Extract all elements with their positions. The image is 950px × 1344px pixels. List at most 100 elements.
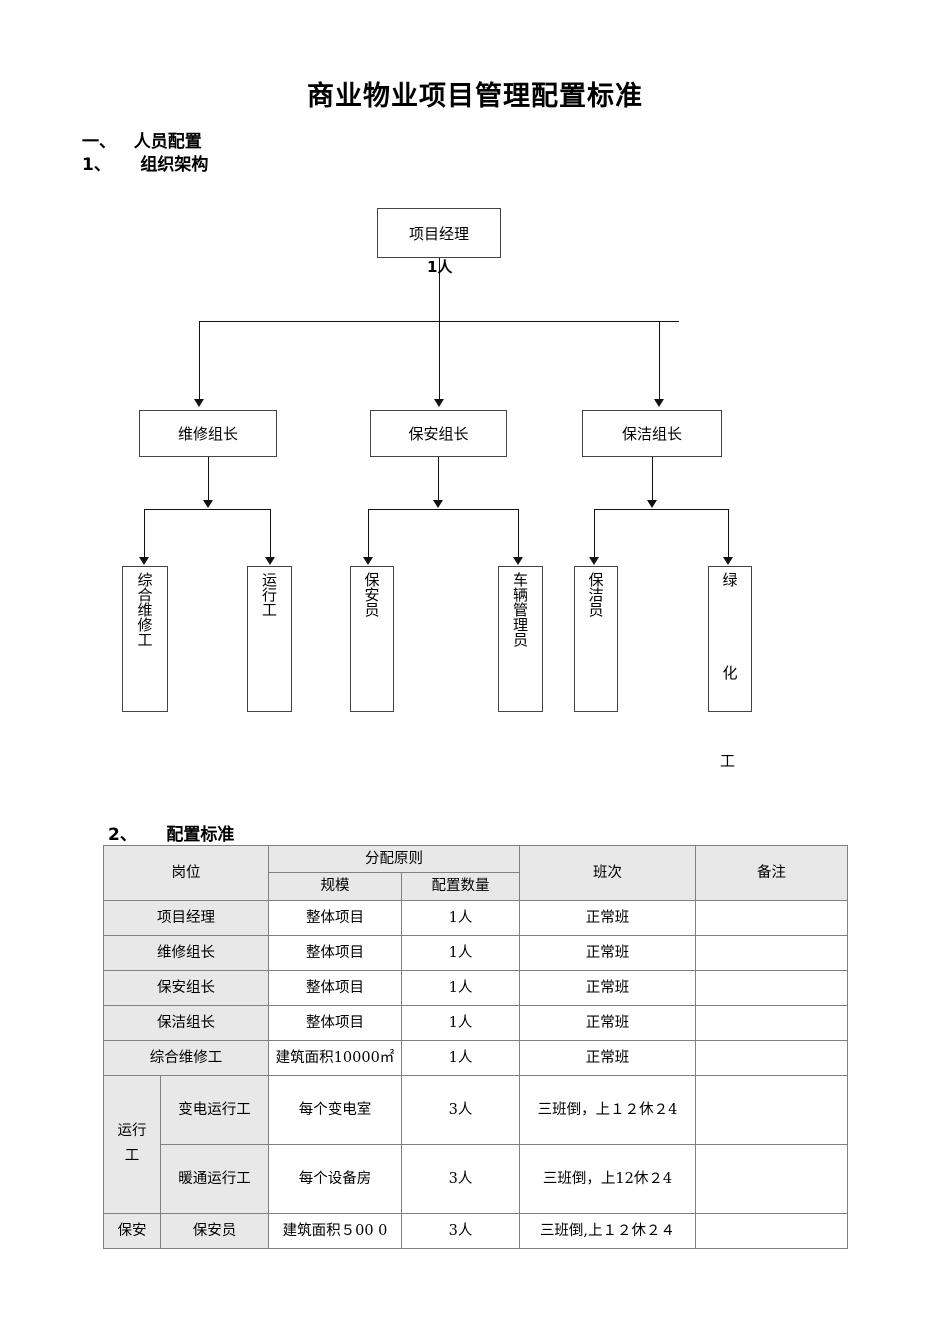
org-node-landscaping-overflow-char: 工 (720, 752, 736, 770)
org-node-label: 维修组长 (177, 425, 238, 443)
org-node-general-repair-worker: 综 合 维 修 工 (122, 566, 168, 712)
table-header-row-2: 规模 配置数量 (104, 872, 848, 901)
vchar: 员 (364, 601, 380, 619)
connector-g2-bus (368, 509, 519, 511)
org-node-security-guard: 保 安 员 (350, 566, 394, 712)
vchar: 行 (261, 586, 277, 604)
cell-quantity: 1人 (401, 1004, 520, 1041)
cell-quantity: 3人 (401, 1074, 520, 1145)
cell-shift: 正常班 (519, 899, 696, 936)
header-note: 备注 (695, 845, 848, 901)
header-position: 岗位 (103, 845, 269, 901)
cell-shift: 正常班 (519, 969, 696, 1006)
cell-note (695, 899, 848, 936)
cell-sub-position: 变电运行工 (160, 1074, 269, 1145)
vchar: 修 (137, 616, 153, 634)
cell-scale: 每个设备房 (268, 1143, 402, 1214)
section-heading-1-2: 2、 配置标准 (108, 825, 235, 845)
section-heading-1-1: 1、 组织架构 (82, 155, 209, 175)
cell-note (695, 1143, 848, 1214)
connector-g1-drop-2 (269, 509, 271, 559)
cell-quantity: 1人 (401, 969, 520, 1006)
connector-g1-stem (207, 457, 209, 502)
org-node-maintenance-leader: 维修组长 (139, 410, 277, 457)
connector-g3-drop-2 (727, 509, 729, 559)
org-chart: 项目经理 1人 维修组长 保安组长 保洁组长 (122, 208, 752, 770)
header-shift: 班次 (519, 845, 696, 901)
configuration-standard-table: 岗位 分配原则 班次 备注 规模 配置数量 项目经理 整体项目 1人 正常班 维… (103, 844, 848, 1249)
table-row: 运行 工 变电运行工 每个变电室 3人 三班倒，上１２休２4 (103, 1074, 848, 1214)
cell-shift: 正常班 (519, 1039, 696, 1076)
arrow-g2-drop-1 (363, 557, 373, 565)
table-row: 暖通运行工 每个设备房 3人 三班倒，上12休２4 (104, 1143, 848, 1214)
vchar: 运 (261, 571, 277, 589)
cell-position: 保安 (103, 1212, 161, 1249)
arrow-g2-stem (433, 500, 443, 508)
cell-shift: 三班倒，上12休２4 (519, 1143, 696, 1214)
cell-scale: 整体项目 (268, 969, 402, 1006)
vchar: 工 (137, 631, 153, 649)
table-row: 综合维修工 建筑面积10000㎡ 1人 正常班 (103, 1039, 848, 1076)
org-node-security-leader: 保安组长 (370, 410, 507, 457)
cell-note (695, 1212, 848, 1249)
org-node-operation-worker: 运 行 工 (247, 566, 292, 712)
cell-quantity: 1人 (401, 1039, 520, 1076)
vchar: 合 (137, 586, 153, 604)
arrow-g3-drop-2 (723, 557, 733, 565)
org-node-label: 保安组长 (408, 425, 469, 443)
connector-g2-drop-1 (367, 509, 369, 559)
connector-g3-stem (651, 457, 653, 502)
arrow-g1-stem (203, 500, 213, 508)
cell-scale: 建筑面积５00 0 (268, 1212, 402, 1249)
arrow-g1-drop-1 (139, 557, 149, 565)
vchar: 理 (512, 616, 528, 634)
cell-quantity: 1人 (401, 934, 520, 971)
cell-note (695, 969, 848, 1006)
cell-note (695, 934, 848, 971)
vchar: 保 (588, 571, 604, 589)
table-row: 保安组长 整体项目 1人 正常班 (103, 969, 848, 1006)
vchar: 员 (512, 631, 528, 649)
cell-position: 保洁组长 (103, 1004, 269, 1041)
connector-drop-l2-1 (198, 321, 200, 401)
cell-scale: 整体项目 (268, 899, 402, 936)
cell-shift: 三班倒，上１２休２4 (519, 1074, 696, 1145)
cell-note (695, 1004, 848, 1041)
cell-note (695, 1039, 848, 1076)
connector-g1-bus (144, 509, 271, 511)
arrow-g3-drop-1 (589, 557, 599, 565)
cell-quantity: 3人 (401, 1143, 520, 1214)
group-label-part: 运行 (117, 1123, 147, 1140)
vchar: 工 (261, 601, 277, 619)
connector-g1-drop-1 (143, 509, 145, 559)
vchar: 车 (512, 571, 528, 589)
header-scale: 规模 (268, 872, 402, 901)
org-node-landscaping-worker: 绿 化 (708, 566, 752, 712)
cell-shift: 正常班 (519, 1004, 696, 1041)
connector-drop-l2-2 (438, 321, 440, 401)
vchar: 保 (364, 571, 380, 589)
connector-root-trunk (438, 258, 440, 322)
cell-scale: 整体项目 (268, 1004, 402, 1041)
vchar: 综 (137, 571, 153, 589)
arrow-l2-3 (654, 399, 664, 407)
org-node-label: 保洁组长 (621, 425, 682, 443)
cell-scale: 整体项目 (268, 934, 402, 971)
cell-position: 维修组长 (103, 934, 269, 971)
cell-shift: 三班倒,上１２休２４ (519, 1212, 696, 1249)
cell-position: 项目经理 (103, 899, 269, 936)
cell-position-group-operation: 运行 工 (103, 1074, 161, 1214)
org-node-project-manager: 项目经理 (377, 208, 501, 258)
cell-note (695, 1074, 848, 1145)
arrow-l2-1 (194, 399, 204, 407)
table-row: 保洁组长 整体项目 1人 正常班 (103, 1004, 848, 1041)
vchar: 员 (588, 601, 604, 619)
arrow-g3-stem (647, 500, 657, 508)
header-principle: 分配原则 (268, 844, 520, 874)
cell-sub-position: 保安员 (160, 1212, 269, 1249)
group-label-part: 工 (124, 1148, 140, 1165)
arrow-l2-2 (434, 399, 444, 407)
connector-g3-drop-1 (593, 509, 595, 559)
org-node-label: 项目经理 (408, 224, 469, 243)
